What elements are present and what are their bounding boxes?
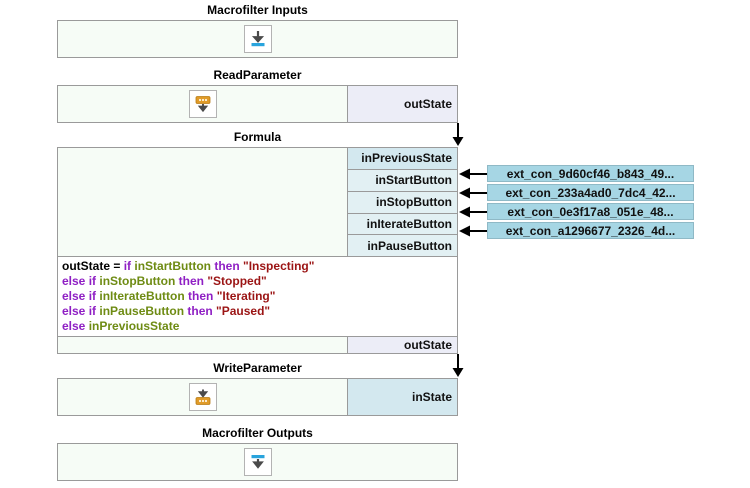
formula-line: else if inPauseButton then "Paused" [62,304,457,319]
port-formula-outstate[interactable]: outState [348,337,457,353]
formula-token: "Paused" [216,304,271,319]
formula-line: outState = if inStartButton then "Inspec… [62,259,457,274]
formula-token: then [214,259,244,274]
formula-expression-editor[interactable]: outState = if inStartButton then "Inspec… [58,256,457,338]
formula-bottom-spacer [58,337,347,353]
formula-token: inPauseButton [99,304,188,319]
write-parameter-icon [188,383,217,411]
port-formula-inpreviousstate[interactable]: inPreviousState [348,148,457,170]
ext-connector-instartbutton[interactable]: ext_con_9d60cf46_b843_49... [487,165,694,182]
block-formula[interactable]: inPreviousState inStartButton inStopButt… [57,147,458,354]
block-read-parameter[interactable]: outState [57,85,458,123]
block-body-macrofilter-inputs [58,21,457,57]
formula-token: else [62,319,89,334]
formula-token: then [187,304,217,319]
formula-token: else if [62,274,100,289]
block-macrofilter-inputs[interactable] [57,20,458,58]
ports-read-parameter: outState [347,86,457,122]
formula-token: else if [62,304,100,319]
formula-token: if [123,259,135,274]
connection-readparam-to-formula [452,123,464,146]
formula-token: inIterateButton [99,289,189,304]
formula-line: else inPreviousState [62,319,457,334]
macrofilter-input-icon [243,25,272,53]
port-formula-inpausebutton[interactable]: inPauseButton [348,235,457,257]
connection-ext1-to-instartbutton [459,168,487,180]
formula-token: then [178,274,208,289]
port-formula-instopbutton[interactable]: inStopButton [348,191,457,214]
formula-token: "Inspecting" [243,259,315,274]
formula-token: outState [62,259,110,274]
block-body-macrofilter-outputs [58,444,457,480]
block-body-read-parameter [58,86,347,122]
formula-top-row: inPreviousState inStartButton inStopButt… [58,148,457,257]
connection-ext2-to-instopbutton [459,187,487,199]
formula-token: then [188,289,217,304]
read-parameter-icon [188,90,217,118]
port-write-parameter-instate[interactable]: inState [348,379,457,415]
block-title-formula: Formula [233,130,282,144]
formula-token: "Iterating" [216,289,276,304]
formula-token: inStopButton [99,274,179,289]
block-body-write-parameter [58,379,347,415]
ext-connector-inpausebutton[interactable]: ext_con_a1296677_2326_4d... [487,222,694,239]
ports-formula-outputs: outState [347,337,457,353]
block-macrofilter-outputs[interactable] [57,443,458,481]
block-title-macrofilter-outputs: Macrofilter Outputs [202,426,313,440]
block-write-parameter[interactable]: inState [57,378,458,416]
connection-formula-to-writeparam [452,354,464,377]
formula-token: = [110,259,124,274]
formula-line: else if inStopButton then "Stopped" [62,274,457,289]
formula-bottom-row: outState [58,337,457,353]
block-title-write-parameter: WriteParameter [213,361,302,375]
port-formula-instartbutton[interactable]: inStartButton [348,169,457,192]
ports-formula-inputs: inPreviousState inStartButton inStopButt… [347,148,457,257]
macrofilter-output-icon [243,448,272,476]
ext-connector-instopbutton[interactable]: ext_con_233a4ad0_7dc4_42... [487,184,694,201]
port-read-parameter-outstate[interactable]: outState [348,86,457,122]
formula-token: "Stopped" [207,274,267,289]
ports-write-parameter: inState [347,379,457,415]
formula-token: inStartButton [134,259,215,274]
connection-ext3-to-initeratebutton [459,206,487,218]
connection-ext4-to-inpausebutton [459,225,487,237]
ext-connector-initeratebutton[interactable]: ext_con_0e3f17a8_051e_48... [487,203,694,220]
formula-token: else if [62,289,100,304]
port-formula-initeratebutton[interactable]: inIterateButton [348,213,457,236]
block-title-macrofilter-inputs: Macrofilter Inputs [207,3,308,17]
block-title-read-parameter: ReadParameter [213,68,302,82]
formula-token: inPreviousState [88,319,180,334]
formula-line: else if inIterateButton then "Iterating" [62,289,457,304]
block-body-formula [58,148,347,257]
